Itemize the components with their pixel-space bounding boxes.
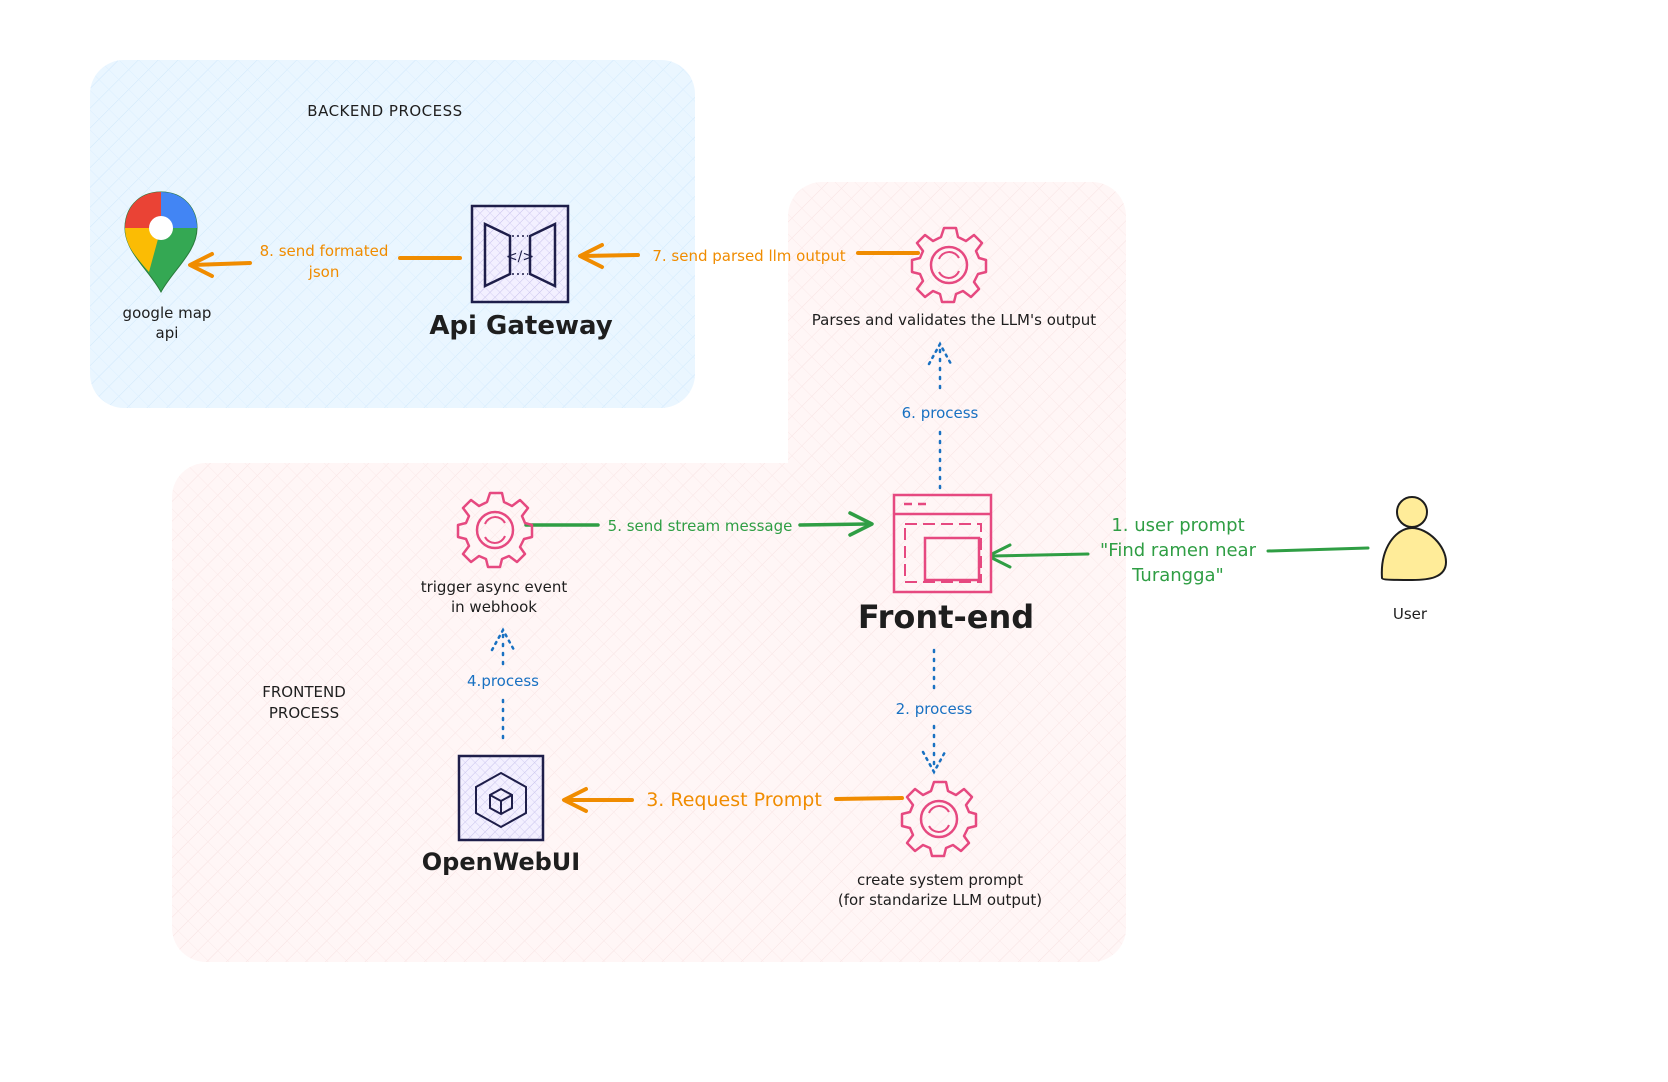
- edge-1-user-prompt: 1. user prompt "Find ramen near Turangga…: [986, 515, 1370, 586]
- system-prompt-node: create system prompt (for standarize LLM…: [838, 780, 1042, 909]
- user-label: User: [1393, 605, 1428, 623]
- google-map-label-line2: api: [156, 324, 179, 342]
- edge-7-send-parsed-output: 7. send parsed llm output: [578, 243, 920, 269]
- parser-node: Parses and validates the LLM's output: [812, 226, 1096, 329]
- edge-7-label: 7. send parsed llm output: [652, 247, 845, 265]
- system-prompt-label-line2: (for standarize LLM output): [838, 891, 1042, 909]
- edge-5-send-stream-message: 5. send stream message: [524, 511, 874, 537]
- gear-icon: [456, 491, 534, 569]
- api-gateway-node: </> Api Gateway: [429, 204, 613, 341]
- openwebui-node: OpenWebUI: [422, 754, 580, 876]
- edge-1-label-line2: "Find ramen near: [1100, 540, 1257, 561]
- gear-icon: [900, 780, 978, 858]
- map-pin-icon: [124, 191, 198, 294]
- person-icon: [1380, 496, 1448, 582]
- frontend-region-label-line1: FRONTEND: [262, 683, 346, 701]
- frontend-node: Front-end: [858, 493, 1034, 636]
- edge-1-label-line1: 1. user prompt: [1111, 515, 1244, 536]
- api-gateway-icon: </>: [470, 204, 570, 304]
- google-map-node: google map api: [123, 191, 212, 342]
- backend-region: BACKEND PROCESS: [90, 60, 695, 408]
- edge-8-send-formatted-json: 8. send formated json: [188, 242, 462, 281]
- edge-3-request-prompt: 3. Request Prompt: [562, 787, 904, 813]
- webhook-label-line2: in webhook: [451, 598, 537, 616]
- user-node: User: [1380, 496, 1448, 623]
- browser-window-icon: [892, 493, 993, 594]
- webhook-label-line1: trigger async event: [421, 578, 568, 596]
- webhook-node: trigger async event in webhook: [421, 491, 568, 616]
- edge-3-label: 3. Request Prompt: [646, 789, 822, 811]
- edge-5-label: 5. send stream message: [608, 517, 793, 535]
- edge-8-label-line2: json: [308, 263, 340, 281]
- edge-4-process: 4.process: [467, 627, 539, 740]
- frontend-label: Front-end: [858, 598, 1034, 636]
- cube-icon: [457, 754, 545, 842]
- system-prompt-label-line1: create system prompt: [857, 871, 1023, 889]
- openwebui-label: OpenWebUI: [422, 848, 580, 876]
- edge-2-label: 2. process: [896, 700, 973, 718]
- parser-label: Parses and validates the LLM's output: [812, 311, 1096, 329]
- svg-text:</>: </>: [506, 249, 534, 265]
- edge-4-label: 4.process: [467, 672, 539, 690]
- edge-6-label: 6. process: [902, 404, 979, 422]
- edge-6-process: 6. process: [902, 341, 979, 490]
- gear-icon: [910, 226, 988, 304]
- google-map-label-line1: google map: [123, 304, 212, 322]
- backend-region-label: BACKEND PROCESS: [307, 102, 462, 120]
- frontend-region-label-line2: PROCESS: [269, 704, 339, 722]
- edge-2-process: 2. process: [896, 648, 973, 775]
- edge-1-label-line3: Turangga": [1131, 565, 1224, 586]
- edge-8-label-line1: 8. send formated: [260, 242, 389, 260]
- api-gateway-label: Api Gateway: [429, 311, 612, 341]
